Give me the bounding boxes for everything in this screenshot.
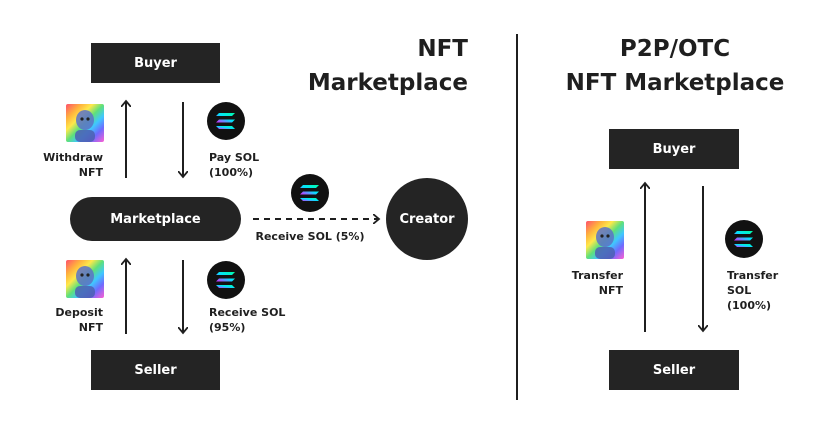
deposit-label-line2: NFT: [78, 321, 103, 334]
transfer-sol-label-line1: Transfer: [727, 269, 779, 282]
pay-label-line1: Pay SOL: [209, 151, 260, 164]
solana-coin-icon: [290, 173, 330, 213]
right-title: P2P/OTC NFT Marketplace: [555, 32, 795, 100]
deposit-label-line1: Deposit: [55, 306, 103, 319]
receive-creator-label: Receive SOL (5%): [255, 230, 365, 243]
left-title: NFT Marketplace: [300, 32, 468, 100]
right-title-line1: P2P/OTC: [619, 36, 731, 62]
transfer-sol-label: Transfer SOL (100%): [727, 268, 797, 313]
p2p-buyer-box: Buyer: [609, 129, 739, 169]
pay-label-line2: (100%): [209, 166, 254, 179]
transfer-nft-label-line1: Transfer: [571, 269, 623, 282]
solana-coin-icon: [724, 219, 764, 259]
transfer-sol-label-line3: (100%): [727, 299, 772, 312]
solana-coin-icon: [206, 260, 246, 300]
marketplace-box: Marketplace: [70, 197, 241, 241]
p2p-seller-box: Seller: [609, 350, 739, 390]
nft-avatar-icon: [586, 221, 624, 259]
left-title-line2: Marketplace: [307, 70, 468, 96]
nft-avatar-icon: [66, 260, 104, 298]
seller-box: Seller: [91, 350, 220, 390]
transfer-sol-label-line2: SOL: [727, 284, 752, 297]
withdraw-label-line1: Withdraw: [43, 151, 103, 164]
creator-circle: Creator: [386, 178, 468, 260]
transfer-nft-label-line2: NFT: [598, 284, 623, 297]
transfer-nft-label: Transfer NFT: [555, 268, 623, 298]
withdraw-label-line2: NFT: [78, 166, 103, 179]
receive-seller-label: Receive SOL (95%): [209, 305, 299, 335]
left-title-line1: NFT: [417, 36, 468, 62]
solana-coin-icon: [206, 101, 246, 141]
pay-label: Pay SOL (100%): [209, 150, 279, 180]
receive-seller-label-line2: (95%): [209, 321, 246, 334]
deposit-label: Deposit NFT: [30, 305, 103, 335]
right-title-line2: NFT Marketplace: [565, 70, 785, 96]
withdraw-label: Withdraw NFT: [30, 150, 103, 180]
receive-seller-label-line1: Receive SOL: [209, 306, 286, 319]
nft-avatar-icon: [66, 104, 104, 142]
buyer-box: Buyer: [91, 43, 220, 83]
